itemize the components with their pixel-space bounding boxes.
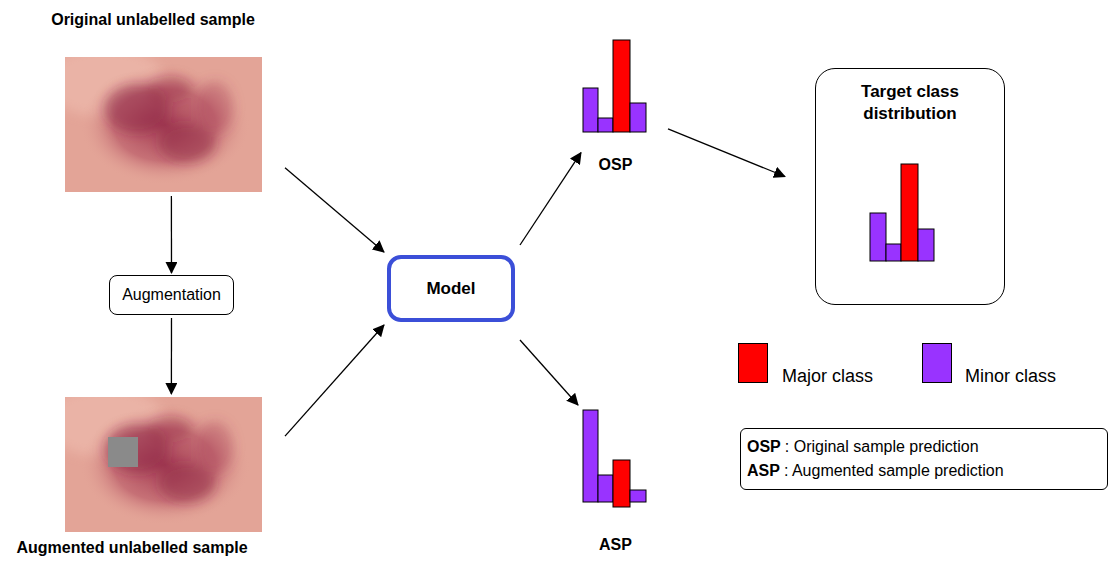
arrow-connector: [171, 318, 172, 394]
target-box: Target class distribution: [815, 68, 1005, 305]
key-row: ASP: Augmented sample prediction: [747, 459, 1004, 483]
legend-swatch: [738, 343, 768, 383]
arrow-connector: [520, 153, 581, 245]
key-abbreviation: ASP: [747, 462, 780, 479]
bar: [598, 475, 613, 502]
bar: [630, 103, 646, 132]
arrow-connector: [285, 325, 384, 436]
model-label: Model: [426, 279, 475, 299]
skin-image: Original unlabelled sample: [65, 57, 262, 192]
arrow-connector: [171, 196, 172, 273]
prediction-chart: OSP: [578, 35, 653, 175]
key-meaning: : Original sample prediction: [785, 438, 979, 455]
model-box: Model: [387, 255, 515, 322]
legend-swatch: [922, 343, 952, 383]
bar: [901, 164, 918, 261]
bar: [630, 490, 646, 502]
bar: [613, 460, 630, 507]
skin-illustration: [65, 57, 262, 192]
bar: [598, 118, 613, 132]
key-abbreviation: OSP: [747, 438, 781, 455]
skin-image: Augmented unlabelled sample: [65, 397, 262, 532]
bar: [583, 88, 598, 132]
bar: [886, 244, 901, 261]
chart-label: OSP: [599, 155, 633, 175]
key-box: OSP: Original sample predictionASP: Augm…: [740, 428, 1108, 490]
legend-label: Major class: [782, 365, 873, 387]
prediction-chart: ASP: [578, 405, 653, 555]
key-meaning: : Augmented sample prediction: [784, 462, 1004, 479]
bar: [613, 40, 630, 132]
arrow-connector: [520, 340, 578, 405]
process-box: Augmentation: [109, 275, 234, 315]
key-line: OSP: Original sample prediction: [747, 435, 1101, 459]
legend-label: Minor class: [965, 365, 1056, 387]
bar: [583, 410, 598, 502]
bar-chart: [578, 405, 653, 555]
image-heading: Original unlabelled sample: [23, 10, 283, 30]
bar: [870, 213, 886, 261]
arrow-connector: [668, 129, 785, 177]
bar-chart: [578, 35, 653, 175]
key-line: ASP: Augmented sample prediction: [747, 459, 1101, 483]
bar: [918, 229, 934, 261]
chart-label: ASP: [599, 535, 632, 555]
key-row: OSP: Original sample prediction: [747, 435, 979, 459]
skin-illustration: [65, 397, 262, 532]
image-heading: Augmented unlabelled sample: [2, 538, 262, 558]
cutout-patch: [108, 437, 138, 467]
process-label: Augmentation: [122, 286, 221, 304]
arrow-connector: [285, 168, 384, 252]
box-title: Target class distribution: [830, 81, 990, 125]
